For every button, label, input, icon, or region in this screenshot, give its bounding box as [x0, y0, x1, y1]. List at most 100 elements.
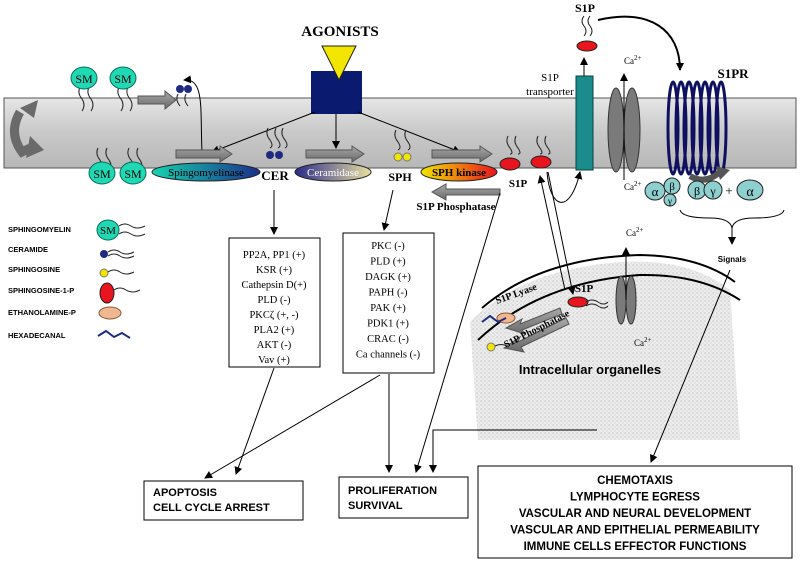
cer-targets-box: [228, 237, 321, 368]
cer-label: CER: [261, 168, 289, 183]
organelle-label: Intracellular organelles: [519, 362, 661, 377]
sm-label: SM: [114, 72, 132, 86]
legend-sphingosine: SPHINGOSINE: [8, 265, 60, 274]
flip-arrow-icon: [10, 109, 33, 158]
signals-brace: [679, 209, 785, 229]
proliferation-box: [338, 476, 469, 519]
receptor-activation-arrow: [688, 169, 722, 183]
g-gamma-free-label: γ: [709, 184, 716, 198]
cer-target-item: PLD (-): [258, 295, 291, 306]
organelle-s1p: [567, 296, 589, 308]
s1pr-effect-item: VASCULAR AND NEURAL DEVELOPMENT: [519, 508, 751, 520]
transporter-label-2: transporter: [526, 86, 574, 98]
apoptosis-box: [143, 480, 304, 521]
s1pr-effect-item: IMMUNE CELLS EFFECTOR FUNCTIONS: [524, 541, 747, 553]
ca-channel-right: [623, 87, 641, 173]
g-beta-label: β: [669, 181, 675, 193]
cer-to-apoptosis-arrow: [234, 367, 275, 475]
s1p-phosphatase-label: S1P Phosphatase: [416, 201, 495, 213]
conversion-arrow-icon: [431, 145, 493, 163]
organelle-ca-channel-left: [615, 275, 627, 325]
s1p-to-receptor-arrow: [597, 15, 684, 71]
s1p-to-organelle-arrow: [547, 171, 576, 295]
flip-arrowhead-icon: [26, 136, 44, 158]
s1pr-effect-item: CHEMOTAXIS: [597, 475, 673, 487]
flip-arrowtail-icon: [20, 100, 38, 118]
sm-label: SM: [75, 72, 93, 86]
sm-inner-2: SM: [119, 147, 147, 185]
cer-targets-list: PP2A, PP1 (+)KSR (+)Cathepsin D(+)PLD (-…: [241, 250, 307, 366]
organelle-ca-bottom: Ca2+: [634, 336, 652, 348]
transporter-in-arrow: [546, 171, 583, 203]
organelle-to-prolif-arrow: [429, 429, 597, 473]
organelle-to-s1p-arrow: [537, 175, 566, 291]
organelle-s1p-label: S1P: [575, 283, 594, 295]
s1p-inner: [499, 135, 552, 171]
g-gamma-label: γ: [667, 196, 672, 206]
ceramide-icon: [100, 250, 108, 258]
s1pr-receptor: [666, 80, 728, 176]
agonists-label: AGONISTS: [301, 24, 379, 40]
survival-label: SURVIVAL: [348, 500, 403, 512]
legend-ceramide: CERAMIDE: [8, 245, 48, 254]
transporter-label-1: S1P: [541, 72, 559, 84]
g-beta-free-label: β: [694, 184, 700, 198]
s1p-transporter: [575, 75, 594, 171]
cer-target-item: PLA2 (+): [254, 325, 295, 336]
organelle-ca-top: Ca2+: [626, 226, 644, 238]
s1p-top-label: S1P: [575, 1, 595, 15]
legend-s1p: SPHINGOSINE-1-P: [8, 286, 74, 295]
conversion-arrow-icon: [137, 89, 177, 111]
organelle-inner-membrane: [477, 273, 741, 341]
hexadecanal-icon: [97, 329, 131, 339]
legend-sphingomyelin: SPHINGOMYELIN: [8, 225, 71, 234]
legend-sm-icon-label: SM: [100, 225, 116, 237]
sph-targets-list: PKC (-)PLD (+)DAGK (+)PAPH (-)PAK (+)PDK…: [356, 241, 421, 361]
sphingosine-product: [486, 342, 496, 352]
ceramide-outer: [176, 85, 192, 107]
cer-target-item: AKT (-): [257, 340, 292, 351]
g-alpha-label: α: [652, 184, 659, 199]
sph-target-item: CRAC (-): [367, 334, 409, 345]
sph-to-apoptosis-arrow: [204, 374, 381, 479]
ceramide-inner: [266, 127, 288, 159]
s1pr-effect-item: LYMPHOCYTE EGRESS: [570, 492, 700, 504]
s1pr-effects-list: CHEMOTAXIS LYMPHOCYTE EGRESS VASCULAR AND …: [510, 475, 760, 553]
organelle-outer-membrane: [481, 253, 736, 309]
cer-target-item: KSR (+): [256, 265, 292, 276]
sph-target-item: PDK1 (+): [367, 319, 409, 330]
spingomyelinase-enzyme: [151, 162, 261, 182]
plus-label: +: [725, 183, 732, 198]
agonist-receptor-box: [311, 71, 362, 114]
sph-target-item: PLD (+): [370, 257, 406, 268]
organelle-ca-channel-right: [625, 275, 637, 325]
sph-kinase-enzyme: [420, 162, 498, 182]
sph-to-box-arrow: [381, 189, 394, 231]
signals-label: Signals: [718, 255, 747, 264]
curve-arrow: [183, 75, 203, 153]
cer-target-item: PKCζ (+, -): [249, 310, 299, 321]
agonist-triangle-icon: [321, 45, 357, 82]
receptor-activation-arrowhead: [716, 166, 730, 180]
sph-target-item: PAPH (-): [369, 288, 408, 299]
sph-target-item: PKC (-): [371, 241, 405, 252]
hexadecanal-product: [481, 314, 507, 324]
g-protein-heterotrimer: α β γ: [644, 177, 681, 207]
sm-inner-1: SM: [88, 147, 116, 185]
sphingosine-inner: [393, 129, 412, 162]
cer-target-item: PP2A, PP1 (+): [243, 250, 306, 261]
ca-channel-left: [607, 87, 625, 173]
sph-target-item: PAK (+): [370, 303, 406, 314]
s1pr-effect-item: VASCULAR AND EPITHELIAL PERMEABILITY: [510, 525, 760, 537]
legend: SPHINGOMYELIN SM CERAMIDE SPHINGOSINE SP…: [8, 219, 146, 340]
s1pr-label: S1PR: [717, 66, 749, 81]
ethanolamine-icon: [98, 306, 122, 320]
ca-out-label: Ca2+: [624, 54, 642, 66]
sm-outer-2: SM: [109, 66, 137, 112]
ceramidase-enzyme: [294, 162, 372, 182]
s1p-phosphatase-arrow-icon: [430, 183, 501, 201]
cell-cycle-label: CELL CYCLE ARREST: [153, 502, 270, 514]
sm-outer-1: SM: [70, 66, 98, 112]
